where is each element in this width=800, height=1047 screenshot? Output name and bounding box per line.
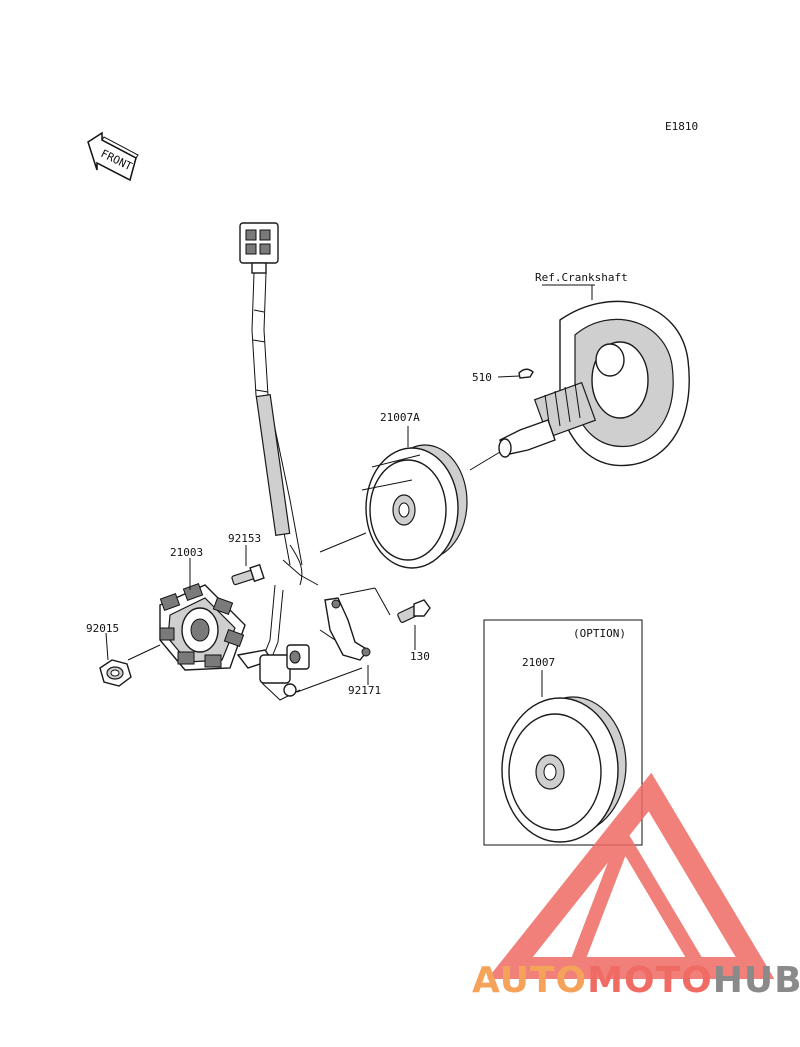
bolt-130 xyxy=(397,599,431,623)
part-label-21007: 21007 xyxy=(522,656,555,669)
ref-crankshaft-label: Ref.Crankshaft xyxy=(535,271,628,284)
part-label-21007A: 21007A xyxy=(380,411,420,424)
part-label-510: 510 xyxy=(472,371,492,384)
stator-assembly xyxy=(159,582,246,671)
woodruff-key-510 xyxy=(518,368,534,379)
watermark-hub: HUB xyxy=(712,960,800,1001)
rotor-21007A xyxy=(361,444,468,569)
part-label-92171: 92171 xyxy=(348,684,381,697)
part-label-92015: 92015 xyxy=(86,622,119,635)
watermark-moto: MOTO xyxy=(587,960,713,1001)
watermark-auto: AUTO xyxy=(472,960,588,1001)
diagram-code: E1810 xyxy=(665,120,698,133)
option-label: (OPTION) xyxy=(573,627,626,640)
watermark-logo xyxy=(487,772,775,979)
rotor-21007 xyxy=(501,696,627,843)
clamp-92171 xyxy=(319,597,371,661)
part-label-21003: 21003 xyxy=(170,546,203,559)
bolt-92153 xyxy=(231,563,265,586)
part-label-92153: 92153 xyxy=(228,532,261,545)
part-label-130: 130 xyxy=(410,650,430,663)
crankshaft xyxy=(498,300,690,467)
wire-harness xyxy=(236,222,319,701)
option-box xyxy=(483,619,643,846)
watermark-text: AUTOMOTOHUB xyxy=(472,960,800,1001)
front-arrow-icon: FRONT xyxy=(87,131,139,182)
leader-lines xyxy=(105,284,595,697)
nut-92015 xyxy=(99,659,132,687)
